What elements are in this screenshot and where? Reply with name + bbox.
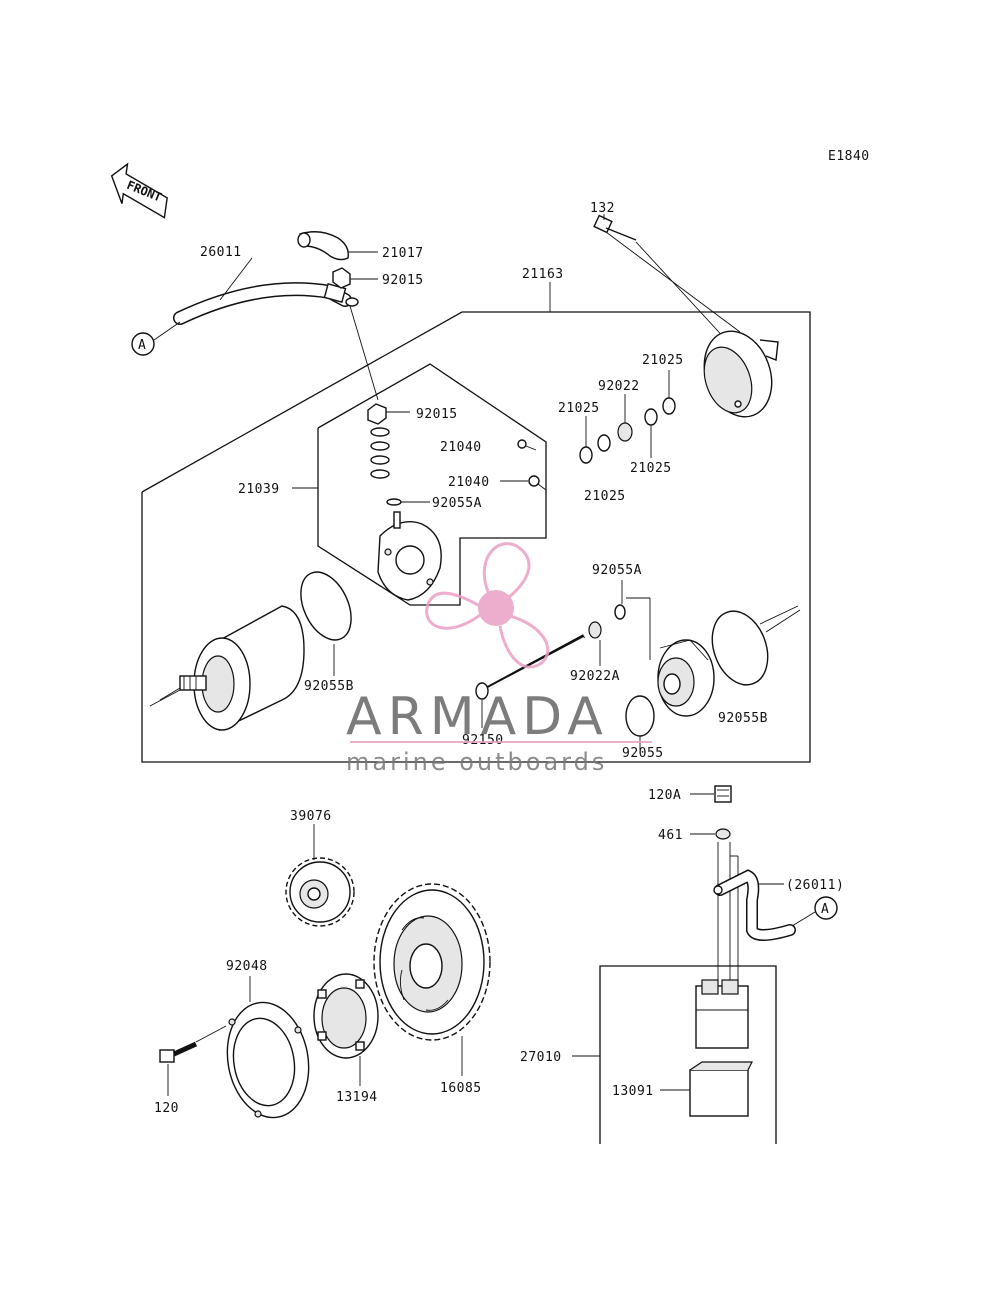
label-21025-d: 21025 (584, 489, 626, 504)
front-arrow-icon: FRONT (110, 162, 168, 219)
label-21039: 21039 (238, 482, 280, 497)
reference-a-left: A (131, 321, 181, 356)
starter-lead-wire (173, 282, 379, 401)
label-21163: 21163 (522, 267, 564, 282)
brush-holder-plate-icon (377, 511, 442, 601)
clutch-holder-92048-icon (226, 1001, 310, 1119)
label-27010: 27010 (520, 1050, 562, 1065)
watermark-subtitle: marine outboards (346, 748, 607, 776)
label-92055: 92055 (622, 746, 664, 761)
svg-text:A: A (138, 338, 146, 353)
starter-relay-icon (695, 979, 749, 1049)
label-21025-c: 21025 (630, 461, 672, 476)
label-26011-ref: (26011) (786, 878, 844, 893)
armada-watermark: ARMADA marine outboards (346, 542, 652, 776)
propeller-logo-icon (425, 542, 550, 669)
relay-wire-26011-icon (713, 869, 796, 941)
front-end-cover-icon (657, 639, 715, 717)
label-92055A-top: 92055A (432, 496, 482, 511)
label-13091: 13091 (612, 1084, 654, 1099)
one-way-clutch-13194-icon (313, 973, 379, 1059)
brush-screw-icon (517, 439, 547, 491)
watermark-title: ARMADA (346, 687, 609, 747)
o-ring-large-left-icon (300, 571, 352, 641)
label-92055B-left: 92055B (304, 679, 354, 694)
washer-461-icon (715, 828, 731, 840)
o-ring-92055-icon (625, 695, 655, 737)
starter-assembly-frame (141, 311, 811, 763)
nut-icon (332, 267, 351, 289)
washer-set (579, 397, 676, 464)
label-120A: 120A (648, 788, 681, 803)
label-92048: 92048 (226, 959, 268, 974)
label-92055A-mid: 92055A (592, 563, 642, 578)
rear-end-cover-icon (703, 330, 779, 418)
label-92150: 92150 (462, 733, 504, 748)
through-bolt-icon (593, 214, 741, 343)
long-bolt-icon (475, 634, 585, 700)
idle-gear-39076-icon (285, 857, 355, 927)
label-92055B-right: 92055B (718, 711, 768, 726)
starter-motor-yoke-icon (149, 605, 305, 732)
label-21040-b: 21040 (448, 475, 490, 490)
terminal-nut-spring-stack (367, 403, 390, 479)
label-21017: 21017 (382, 246, 424, 261)
label-92022A: 92022A (570, 669, 620, 684)
o-ring-large-right-icon (711, 610, 769, 686)
label-21025-b: 21025 (558, 401, 600, 416)
brush-holder-subframe (317, 363, 547, 606)
relay-bracket-frame (572, 965, 777, 1144)
label-132: 132 (590, 201, 615, 216)
label-92015-mid: 92015 (416, 407, 458, 422)
label-16085: 16085 (440, 1081, 482, 1096)
label-26011: 26011 (200, 245, 242, 260)
diagram-code: E1840 (828, 149, 870, 164)
terminal-cap-icon (297, 231, 349, 261)
label-120: 120 (154, 1101, 179, 1116)
label-21040-a: 21040 (440, 440, 482, 455)
o-ring-92055A-icon (614, 604, 626, 620)
label-461: 461 (658, 828, 683, 843)
bolt-120-icon (159, 1025, 227, 1063)
label-21025-a: 21025 (642, 353, 684, 368)
reference-a-right: A (791, 896, 838, 927)
label-39076: 39076 (290, 809, 332, 824)
starter-clutch-gear-16085-icon (373, 883, 491, 1041)
o-ring-small-icon (386, 498, 402, 506)
svg-text:A: A (821, 902, 829, 917)
relay-cover-13091-icon (689, 1061, 753, 1117)
label-92015-top: 92015 (382, 273, 424, 288)
label-13194: 13194 (336, 1090, 378, 1105)
screw-120A-icon (714, 785, 732, 803)
washer-92022A-icon (588, 621, 602, 639)
label-92022: 92022 (598, 379, 640, 394)
